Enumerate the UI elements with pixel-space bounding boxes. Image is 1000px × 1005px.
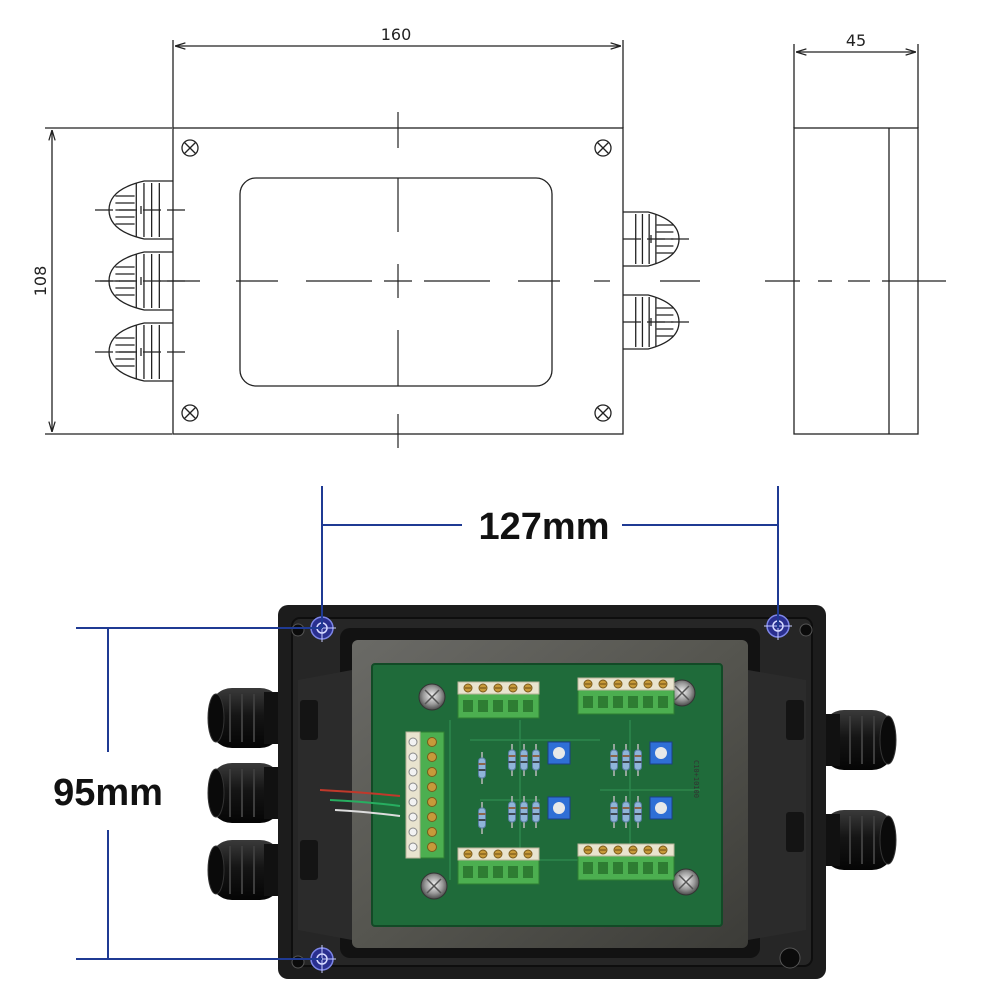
front-view-lid-window [239, 177, 553, 387]
resistor [520, 796, 528, 828]
cable-gland [207, 840, 282, 900]
screw-symbol-icon [181, 404, 199, 422]
resistor [508, 796, 516, 828]
resistor [520, 744, 528, 776]
height-dimension: 108 [31, 127, 172, 435]
resistor [532, 744, 540, 776]
resistor [478, 802, 486, 834]
pcb-terminal-blocks [405, 677, 675, 885]
terminal-block [405, 731, 445, 859]
screw-symbol-icon [594, 404, 612, 422]
pcb-board-label: C10+10100 [692, 760, 700, 798]
resistor [610, 744, 618, 776]
terminal-block [457, 681, 540, 719]
cable-gland [822, 710, 897, 770]
depth-dimension: 45 [793, 31, 919, 128]
resistor [622, 796, 630, 828]
pcb-trimmer-potentiometers [547, 741, 673, 820]
cable-gland-drawing [95, 322, 185, 382]
photo-left-cable-glands [207, 688, 282, 900]
signal-wires [319, 789, 401, 817]
terminal-block [457, 847, 540, 885]
side-view [765, 127, 946, 435]
front-view-center-lines [100, 112, 700, 448]
cable-gland [207, 763, 282, 823]
photo-right-cable-glands [822, 710, 897, 870]
width-dimension: 160 [172, 25, 624, 128]
cable-gland-drawing [95, 180, 185, 240]
resistor [634, 744, 642, 776]
cable-gland [822, 810, 897, 870]
screw-symbol-icon [594, 139, 612, 157]
resistor [610, 796, 618, 828]
screw-symbol-icon [181, 139, 199, 157]
hole-spacing-vertical-label: 95mm [53, 772, 163, 814]
resistor [532, 796, 540, 828]
resistor [478, 752, 486, 784]
terminal-block [577, 843, 675, 881]
front-view-left-cable-glands [95, 180, 185, 382]
height-dimension-label: 108 [31, 266, 50, 297]
technical-drawing: 160 108 45 [31, 25, 946, 448]
terminal-block [577, 677, 675, 715]
hole-spacing-dimensions [76, 486, 779, 960]
pcb-mount-screws [418, 679, 700, 900]
front-view-screw-symbols [181, 139, 612, 422]
junction-box-photo: C10+10100 127mm 95mm [53, 486, 897, 979]
cable-gland-drawing [623, 211, 693, 267]
width-dimension-label: 160 [381, 25, 412, 44]
resistor [634, 796, 642, 828]
hole-spacing-horizontal-label: 127mm [479, 506, 610, 548]
cable-gland [207, 688, 282, 748]
cable-gland-drawing [623, 294, 693, 350]
pcb-resistors [478, 744, 642, 834]
front-view-right-cable-glands [623, 211, 693, 350]
depth-dimension-label: 45 [846, 31, 866, 50]
cable-gland-drawing [95, 251, 185, 311]
resistor [622, 744, 630, 776]
resistor [508, 744, 516, 776]
